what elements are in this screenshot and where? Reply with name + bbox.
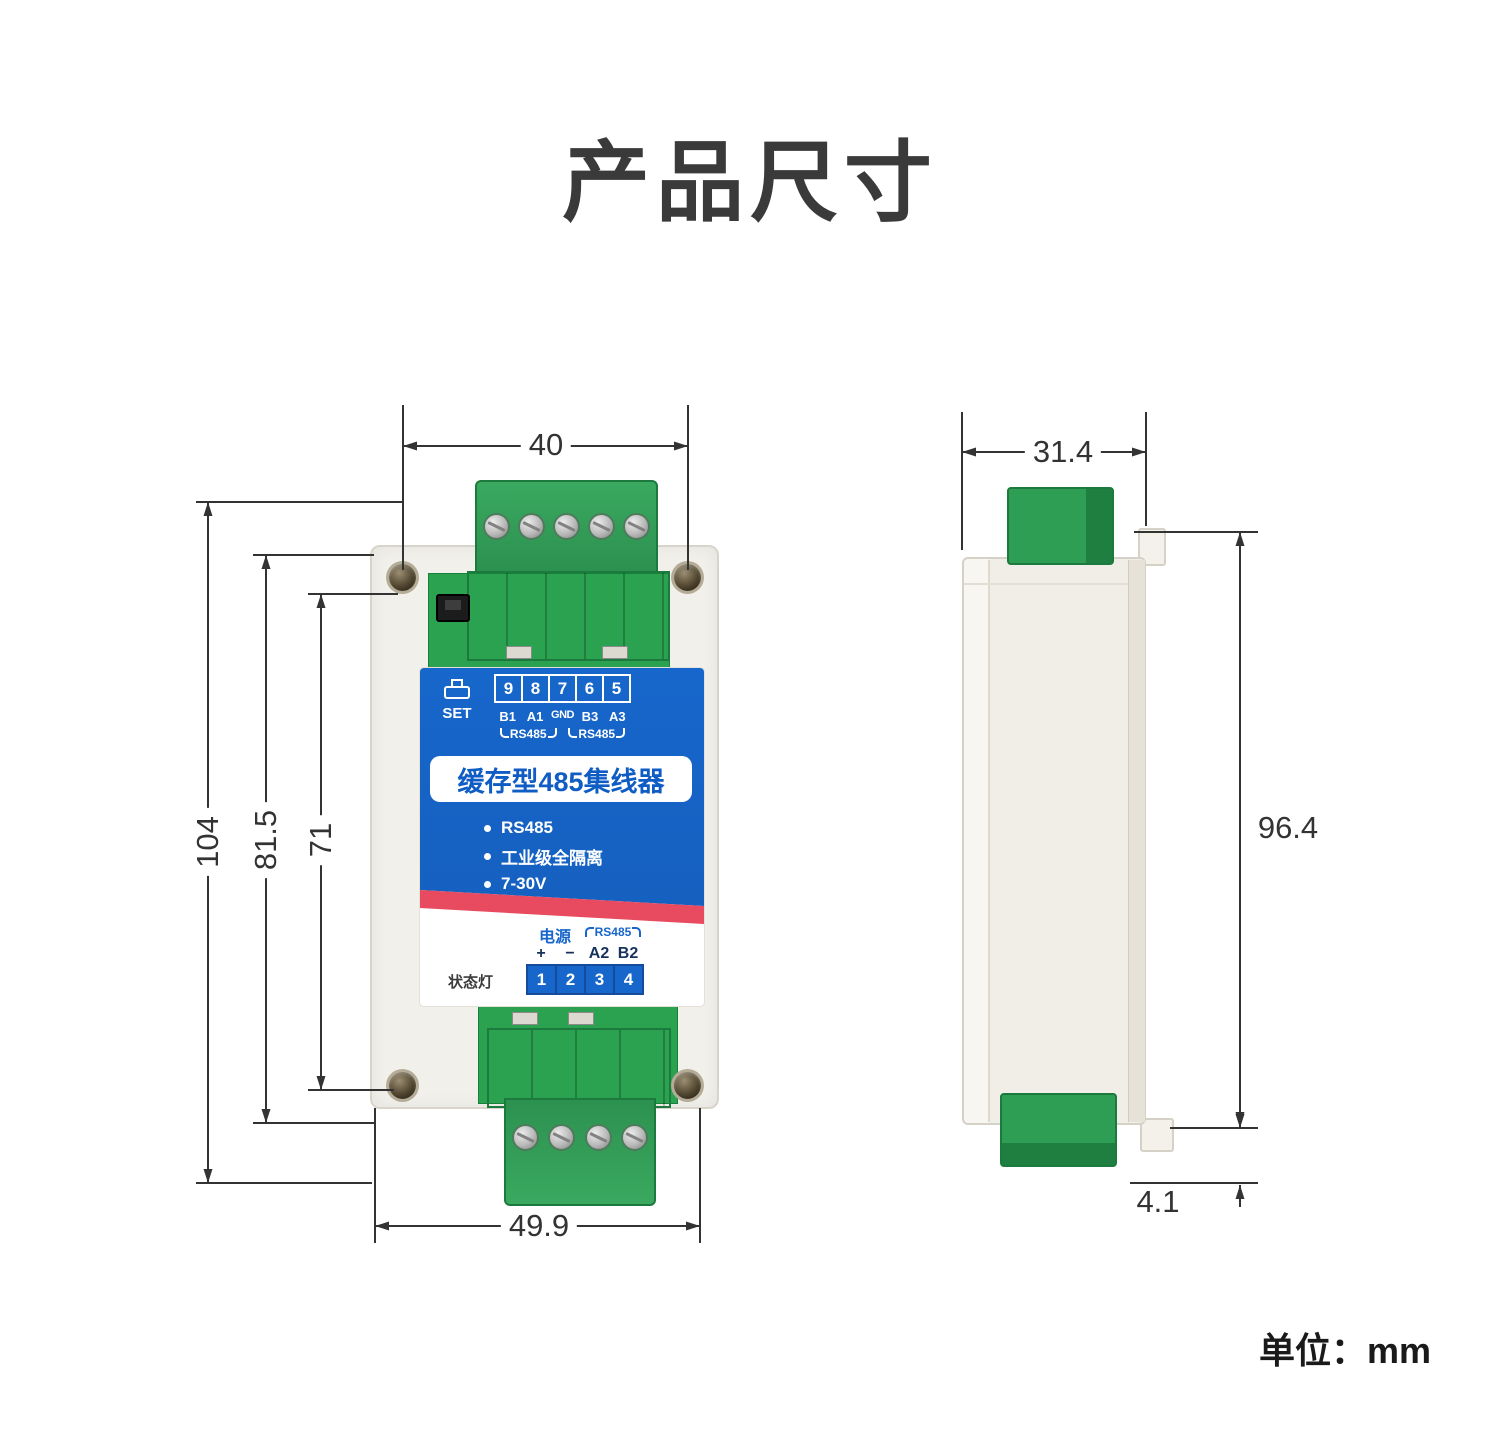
dim-side-height [1134, 531, 1258, 1129]
device-case-side [962, 557, 1146, 1125]
pin-label: B2 [617, 945, 639, 962]
bottom-terminal-base [487, 1028, 671, 1108]
terminal-screw [483, 513, 510, 540]
terminal-number: 7 [548, 674, 577, 703]
dim-label-front-case-height: 81.5 [246, 801, 286, 879]
top-pin-labels: B1 A1 GND B3 A3 [494, 709, 631, 724]
product-name: 缓存型485集线器 [457, 766, 665, 797]
mounting-hole [674, 564, 701, 591]
set-button-component [436, 594, 470, 622]
bullet-dot-icon [484, 824, 491, 832]
terminal-screw [623, 513, 650, 540]
pin-label: A2 [588, 945, 610, 962]
product-name-plate: 缓存型485集线器 [430, 756, 692, 802]
terminal-number: 5 [602, 674, 631, 703]
page-title: 产品尺寸 [561, 133, 938, 232]
terminal-number: 3 [584, 964, 615, 995]
mounting-hole [389, 564, 416, 591]
rs485-group-bottom: RS485 [581, 925, 645, 939]
case-seam [964, 583, 1144, 585]
pin-label: B3 [581, 709, 599, 724]
feature-list: RS485 工业级全隔离 7-30V [484, 814, 603, 898]
dim-label-front-hole-spacing: 71 [301, 814, 341, 866]
feature-item: 7-30V [484, 870, 603, 898]
power-label: 电源 [538, 929, 571, 946]
top-terminal-block [475, 480, 658, 573]
set-device-icon [444, 679, 470, 701]
dim-label-side-width: 31.4 [1024, 432, 1102, 472]
unit-label: 单位：mm [1258, 1330, 1432, 1371]
rs485-group-right: RS485 [568, 727, 626, 741]
din-rail-clip [1140, 1118, 1174, 1152]
terminal-screw [584, 1124, 612, 1151]
terminal-screw [512, 1124, 539, 1151]
status-light-label: 状态灯 [448, 974, 494, 991]
set-label: SET [442, 705, 472, 722]
smd-component [512, 1012, 538, 1025]
terminal-number: 4 [613, 964, 644, 995]
terminal-screw [548, 1124, 576, 1151]
pin-label: A3 [609, 709, 626, 724]
terminal-screw [518, 513, 545, 540]
pin-label: + [536, 945, 546, 962]
top-terminal-base [467, 571, 670, 661]
terminal-screw [620, 1124, 648, 1151]
terminal-number: 6 [575, 674, 604, 703]
pin-label: B1 [499, 709, 517, 724]
dim-label-side-clip-depth: 4.1 [1136, 1184, 1180, 1219]
terminal-number: 8 [521, 674, 550, 703]
case-seam [988, 560, 990, 1122]
terminal-number: 9 [494, 674, 523, 703]
dim-label-front-overall-height: 104 [188, 808, 228, 876]
bottom-terminal-numbers: 1 2 3 4 [526, 964, 644, 995]
rs485-group-left: RS485 [499, 727, 557, 741]
smd-component [602, 646, 628, 659]
pin-label: A1 [526, 709, 544, 724]
feature-item: RS485 [484, 814, 603, 842]
bottom-terminal-block [504, 1098, 656, 1206]
terminal-number: 1 [526, 964, 557, 995]
terminal-number: 2 [555, 964, 586, 995]
pin-label: − [565, 945, 575, 962]
smd-component [568, 1012, 594, 1025]
mounting-hole [674, 1072, 701, 1099]
case-edge [1128, 560, 1145, 1122]
feature-item: 工业级全隔离 [484, 842, 603, 870]
dim-label-front-bottom-width: 49.9 [500, 1206, 578, 1246]
dim-label-side-height: 96.4 [1257, 810, 1319, 845]
bullet-dot-icon [484, 880, 491, 888]
terminal-screw [588, 513, 615, 540]
side-bottom-connector [1000, 1093, 1117, 1167]
front-label: SET 9 8 7 6 5 B1 A1 GND B3 A3 RS485 RS48… [420, 668, 704, 1006]
side-top-connector [1007, 487, 1114, 565]
top-terminal-numbers: 9 8 7 6 5 [494, 674, 631, 703]
bullet-dot-icon [484, 852, 491, 860]
dim-label-front-top-width: 40 [520, 425, 572, 465]
rs485-group-labels: RS485 RS485 [494, 727, 631, 741]
smd-component [506, 646, 532, 659]
mounting-hole [389, 1072, 416, 1099]
pin-label: GND [551, 709, 574, 721]
terminal-screw [553, 513, 580, 540]
